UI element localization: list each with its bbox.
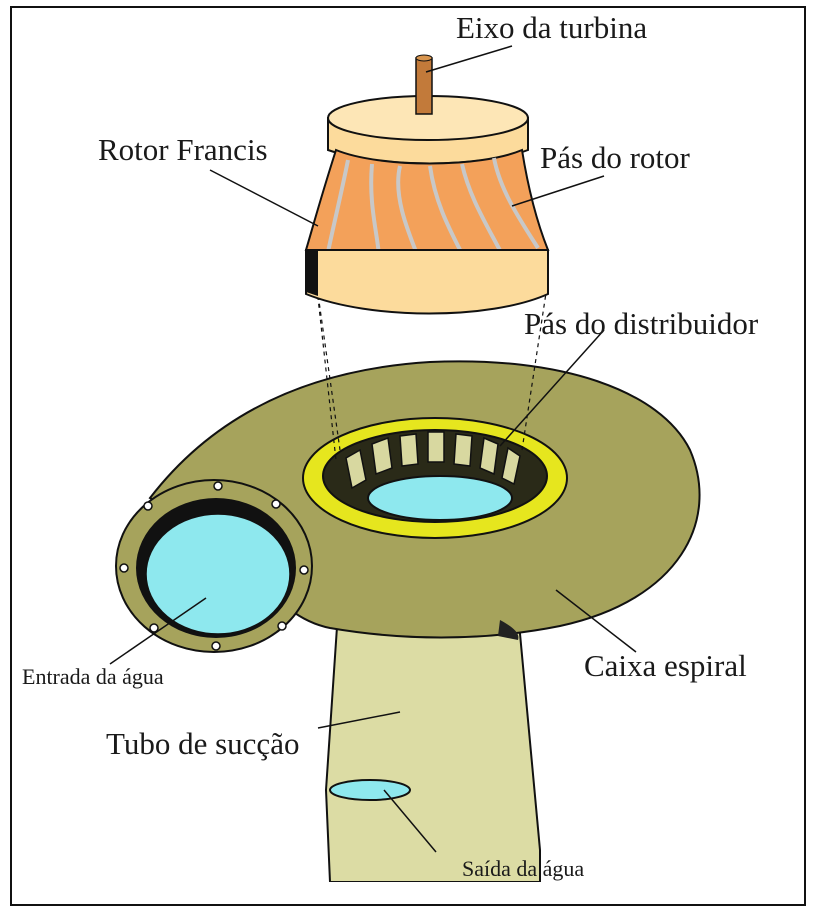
bolt	[150, 624, 158, 632]
guide-vane	[454, 434, 472, 466]
bolt	[144, 502, 152, 510]
runner-band-shadow	[306, 250, 318, 296]
bolt	[120, 564, 128, 572]
guide-vane	[428, 432, 444, 462]
guide-vane	[400, 434, 418, 466]
turbine-shaft	[416, 58, 432, 114]
draft-tube	[326, 612, 540, 882]
bolt	[278, 622, 286, 630]
label-shaft: Eixo da turbina	[456, 12, 647, 43]
guide-vane	[480, 438, 498, 474]
label-outlet: Saída da água	[462, 858, 584, 880]
leader-shaft	[426, 46, 512, 72]
label-inlet: Entrada da água	[22, 666, 164, 688]
guide-vane	[372, 438, 392, 474]
label-guide-vanes: Pás do distribuidor	[524, 308, 758, 339]
bolt	[272, 500, 280, 508]
label-runner: Rotor Francis	[98, 134, 268, 165]
francis-runner	[306, 55, 548, 314]
label-spiral-case: Caixa espiral	[584, 650, 747, 681]
bolt	[300, 566, 308, 574]
leader-runner	[210, 170, 318, 226]
bolt	[212, 642, 220, 650]
outlet-water	[330, 780, 410, 800]
label-runner-blades: Pás do rotor	[540, 142, 690, 173]
central-water	[368, 476, 512, 520]
runner-blade-body	[306, 150, 548, 250]
runner-band	[306, 250, 548, 314]
bolt	[214, 482, 222, 490]
label-draft-tube: Tubo de sucção	[106, 728, 299, 759]
inlet-water	[146, 514, 290, 634]
